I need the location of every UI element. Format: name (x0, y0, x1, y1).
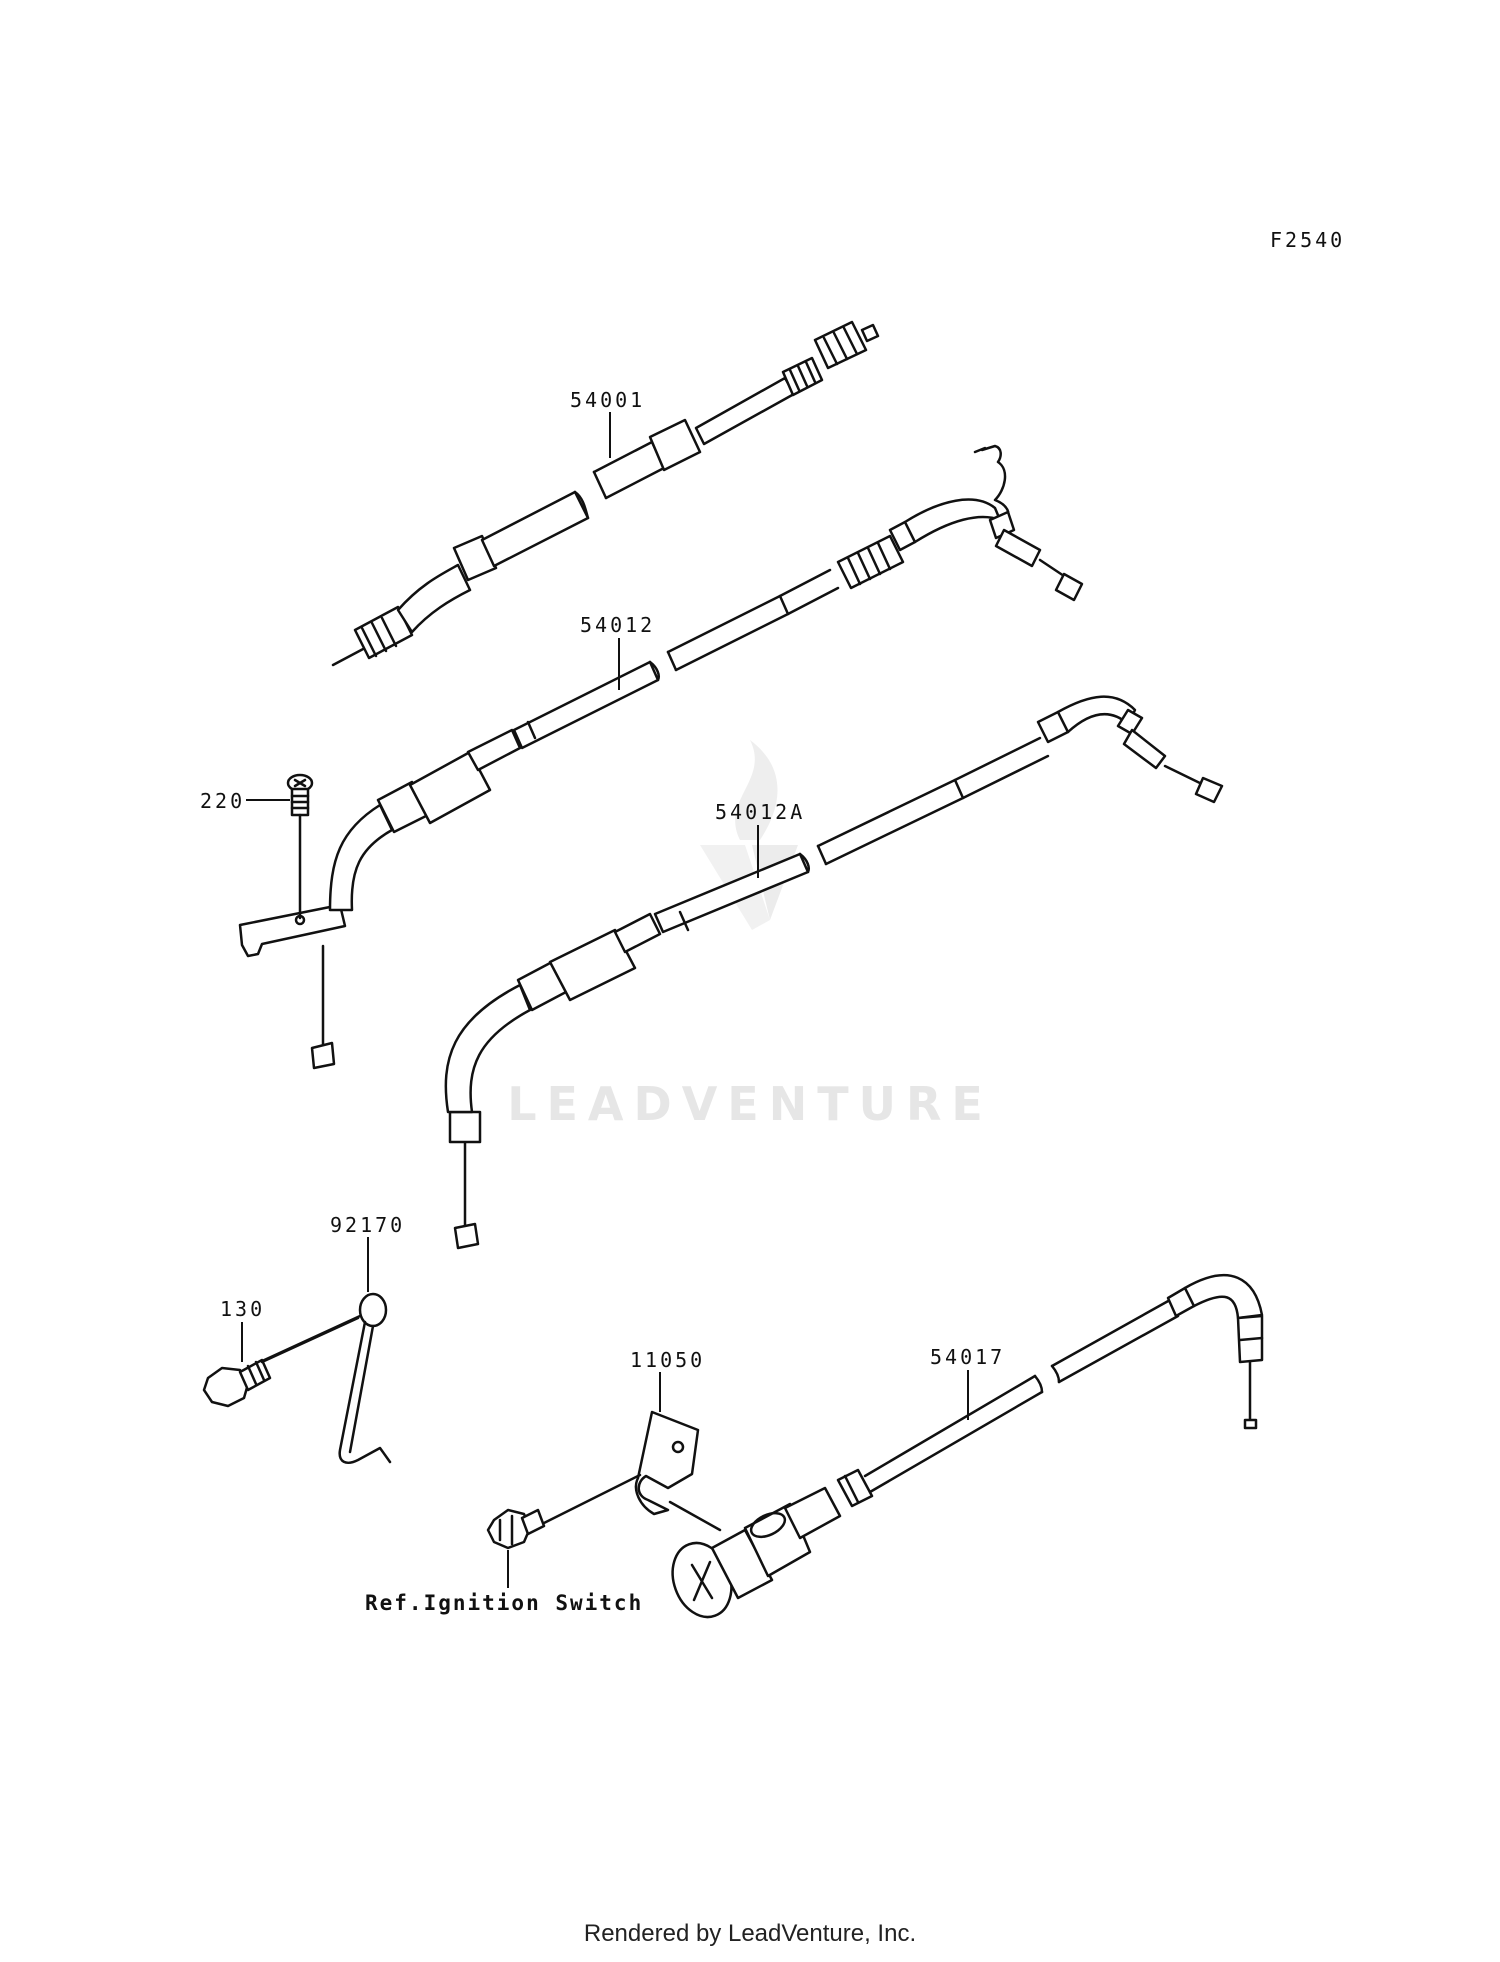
part-label-54017: 54017 (930, 1345, 1005, 1369)
part-130-bolt[interactable] (202, 1316, 360, 1408)
part-label-11050: 11050 (630, 1348, 705, 1372)
part-92170-clamp[interactable] (258, 1292, 392, 1464)
part-54012A-throttle-cable[interactable] (444, 695, 1224, 1250)
part-label-54012A: 54012A (715, 800, 805, 824)
part-label-92170: 92170 (330, 1213, 405, 1237)
reference-note: Ref.Ignition Switch (365, 1591, 643, 1615)
part-11050-bracket[interactable] (528, 1410, 722, 1532)
part-label-54001: 54001 (570, 388, 645, 412)
part-54012-throttle-cable[interactable] (238, 444, 1084, 1070)
part-54017-choke-cable[interactable] (663, 1274, 1264, 1625)
ignition-switch-nut (486, 1508, 546, 1550)
part-label-130: 130 (220, 1297, 265, 1321)
part-54001-speedometer-cable[interactable] (331, 320, 880, 667)
part-label-220: 220 (200, 789, 245, 813)
footer-credit: Rendered by LeadVenture, Inc. (583, 1920, 917, 1947)
watermark-flame-icon (735, 740, 778, 840)
figure-code: F2540 (1270, 228, 1345, 252)
part-label-54012: 54012 (580, 613, 655, 637)
watermark-text: LEADVENTURE (507, 1077, 993, 1131)
part-220-screw[interactable] (286, 773, 314, 920)
